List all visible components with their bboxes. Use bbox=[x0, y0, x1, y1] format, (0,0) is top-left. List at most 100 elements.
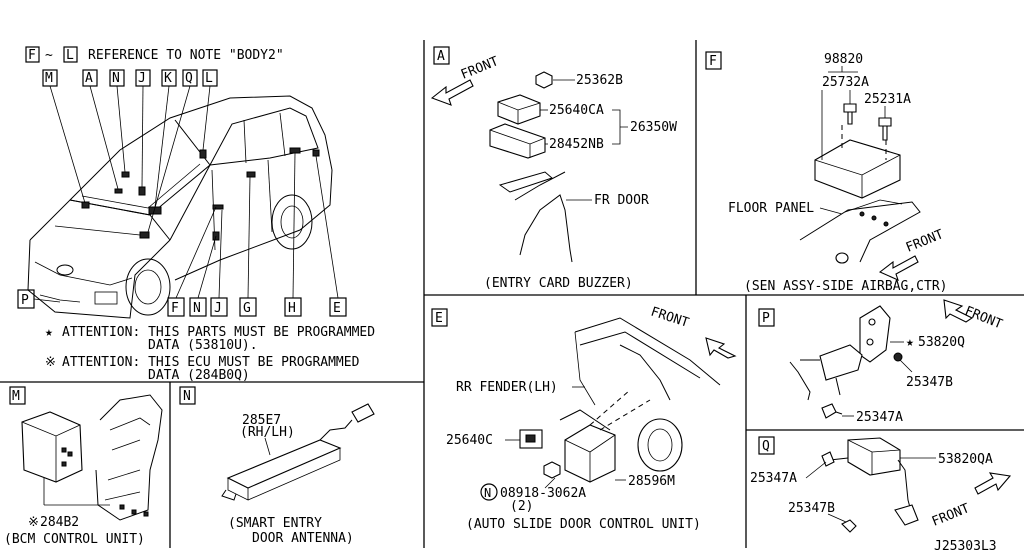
svg-text:26350W: 26350W bbox=[630, 120, 677, 135]
attention-notes: ★ ATTENTION: THIS PARTS MUST BE PROGRAMM… bbox=[45, 325, 375, 383]
svg-text:25640CA: 25640CA bbox=[549, 103, 604, 118]
svg-text:25347A: 25347A bbox=[856, 410, 903, 425]
svg-text:★: ★ bbox=[45, 325, 53, 340]
callout-m: M bbox=[42, 69, 58, 87]
svg-text:E: E bbox=[333, 301, 341, 316]
svg-text:FRONT: FRONT bbox=[904, 227, 946, 256]
svg-text:(SEN ASSY-SIDE AIRBAG,CTR): (SEN ASSY-SIDE AIRBAG,CTR) bbox=[744, 279, 948, 294]
svg-text:M: M bbox=[12, 389, 20, 404]
svg-text:(BCM CONTROL UNIT): (BCM CONTROL UNIT) bbox=[4, 532, 145, 547]
svg-text:285E7: 285E7 bbox=[242, 413, 281, 428]
callout-a: A bbox=[82, 69, 98, 87]
panel-e: E FRONT RR FENDER(LH) 25640C 28596M N 08… bbox=[431, 305, 737, 532]
panel-q: Q 25347A 53820QA 25347B FRONT bbox=[750, 436, 1012, 533]
callout-f: F bbox=[167, 297, 185, 317]
svg-text:08918-3062A: 08918-3062A bbox=[500, 486, 586, 501]
nut-icon bbox=[535, 71, 553, 89]
reference-note: F ~ L REFERENCE TO NOTE "BODY2" bbox=[25, 46, 284, 63]
svg-text:28452NB: 28452NB bbox=[549, 137, 604, 152]
front-arrow-icon-q bbox=[974, 472, 1012, 495]
svg-text:Q: Q bbox=[185, 71, 193, 86]
svg-text:25231A: 25231A bbox=[864, 92, 911, 107]
callout-n: N bbox=[109, 69, 125, 87]
vehicle-drawing bbox=[27, 85, 339, 319]
height-sensor-q bbox=[847, 437, 901, 476]
bracket-part bbox=[489, 123, 546, 159]
callout-j: J bbox=[135, 69, 151, 87]
front-arrow-icon bbox=[430, 79, 474, 106]
svg-text:J: J bbox=[214, 301, 222, 316]
panel-f: F 98820 25732A 25231A FLOOR PANEL FRONT … bbox=[705, 51, 948, 294]
callout-k: K bbox=[161, 69, 177, 87]
svg-text:DATA (284B0Q): DATA (284B0Q) bbox=[148, 368, 250, 383]
svg-text:※: ※ bbox=[45, 355, 56, 370]
front-arrow-icon-p bbox=[943, 299, 974, 323]
callout-j2: J bbox=[210, 297, 228, 317]
nut-icon-q bbox=[841, 519, 857, 533]
svg-text:53820QA: 53820QA bbox=[938, 452, 993, 467]
svg-text:ATTENTION: THIS PARTS MUST BE: ATTENTION: THIS PARTS MUST BE PROGRAMMED bbox=[62, 325, 375, 340]
callouts-bottom: P F N J G H E bbox=[17, 289, 347, 317]
svg-text:FRONT: FRONT bbox=[963, 304, 1005, 333]
svg-text:N: N bbox=[183, 389, 191, 404]
svg-text:DOOR ANTENNA): DOOR ANTENNA) bbox=[252, 531, 354, 546]
svg-text:L: L bbox=[205, 71, 213, 86]
svg-text:N: N bbox=[112, 71, 120, 86]
callout-n2: N bbox=[189, 297, 207, 317]
svg-text:25347B: 25347B bbox=[788, 501, 835, 516]
svg-text:N: N bbox=[193, 301, 201, 316]
svg-text:★: ★ bbox=[906, 335, 914, 350]
front-arrow-icon-f bbox=[878, 255, 919, 282]
callout-q: Q bbox=[182, 69, 198, 87]
svg-text:284B2: 284B2 bbox=[40, 515, 79, 530]
svg-text:(ENTRY CARD BUZZER): (ENTRY CARD BUZZER) bbox=[484, 276, 633, 291]
svg-text:DATA (53810U).: DATA (53810U). bbox=[148, 338, 258, 353]
bcm-unit bbox=[21, 411, 83, 483]
panel-a: A FRONT 25362B 25640CA 28452NB 26350W FR… bbox=[430, 46, 677, 291]
speaker-ring bbox=[637, 418, 683, 472]
door-antenna-part bbox=[226, 439, 342, 489]
panel-n: N 285E7 (RH/LH) (SMART ENTRY DOOR ANTENN… bbox=[179, 386, 375, 546]
svg-text:25732A: 25732A bbox=[822, 75, 869, 90]
bolt-icon bbox=[843, 103, 857, 125]
svg-text:(SMART ENTRY: (SMART ENTRY bbox=[228, 516, 322, 531]
svg-text:FLOOR PANEL: FLOOR PANEL bbox=[728, 201, 814, 216]
bolt-icon-2 bbox=[878, 117, 892, 141]
front-arrow-icon-e bbox=[705, 337, 737, 359]
callout-g: G bbox=[239, 297, 257, 317]
svg-text:J: J bbox=[138, 71, 146, 86]
svg-text:※: ※ bbox=[28, 515, 39, 530]
svg-text:F: F bbox=[709, 54, 717, 69]
callouts-top: M A N J K Q L bbox=[42, 69, 218, 87]
panel-m: M ※ 284B2 (BCM CONTROL UNIT) bbox=[4, 386, 163, 547]
svg-text:F: F bbox=[171, 301, 179, 316]
callout-e: E bbox=[329, 297, 347, 317]
svg-text:A: A bbox=[437, 49, 445, 64]
height-sensor-bracket bbox=[859, 305, 891, 363]
svg-text:25347B: 25347B bbox=[906, 375, 953, 390]
svg-text:P: P bbox=[762, 311, 770, 326]
callout-h: H bbox=[284, 297, 302, 317]
panel-dividers bbox=[0, 40, 1024, 548]
svg-text:RR FENDER(LH): RR FENDER(LH) bbox=[456, 380, 558, 395]
svg-text:L: L bbox=[66, 48, 74, 63]
figure-id: J25303L3 bbox=[934, 539, 997, 554]
svg-text:(2): (2) bbox=[510, 499, 533, 514]
svg-text:F: F bbox=[28, 48, 36, 63]
svg-text:G: G bbox=[243, 301, 251, 316]
svg-text:M: M bbox=[45, 71, 53, 86]
svg-text:P: P bbox=[21, 293, 29, 308]
panel-p: P ★ 53820Q 25347B 25347A FRONT bbox=[758, 299, 1005, 425]
svg-text:(RH/LH): (RH/LH) bbox=[240, 425, 295, 440]
svg-text:53820Q: 53820Q bbox=[918, 335, 965, 350]
svg-text:A: A bbox=[85, 71, 93, 86]
svg-text:98820: 98820 bbox=[824, 52, 863, 67]
svg-text:H: H bbox=[288, 301, 296, 316]
svg-text:FRONT: FRONT bbox=[649, 305, 691, 331]
airbag-sensor-part bbox=[814, 139, 901, 199]
bolt-icon-p bbox=[821, 403, 837, 419]
svg-text:25362B: 25362B bbox=[576, 73, 623, 88]
svg-text:~: ~ bbox=[45, 48, 53, 63]
svg-text:FR DOOR: FR DOOR bbox=[594, 193, 649, 208]
